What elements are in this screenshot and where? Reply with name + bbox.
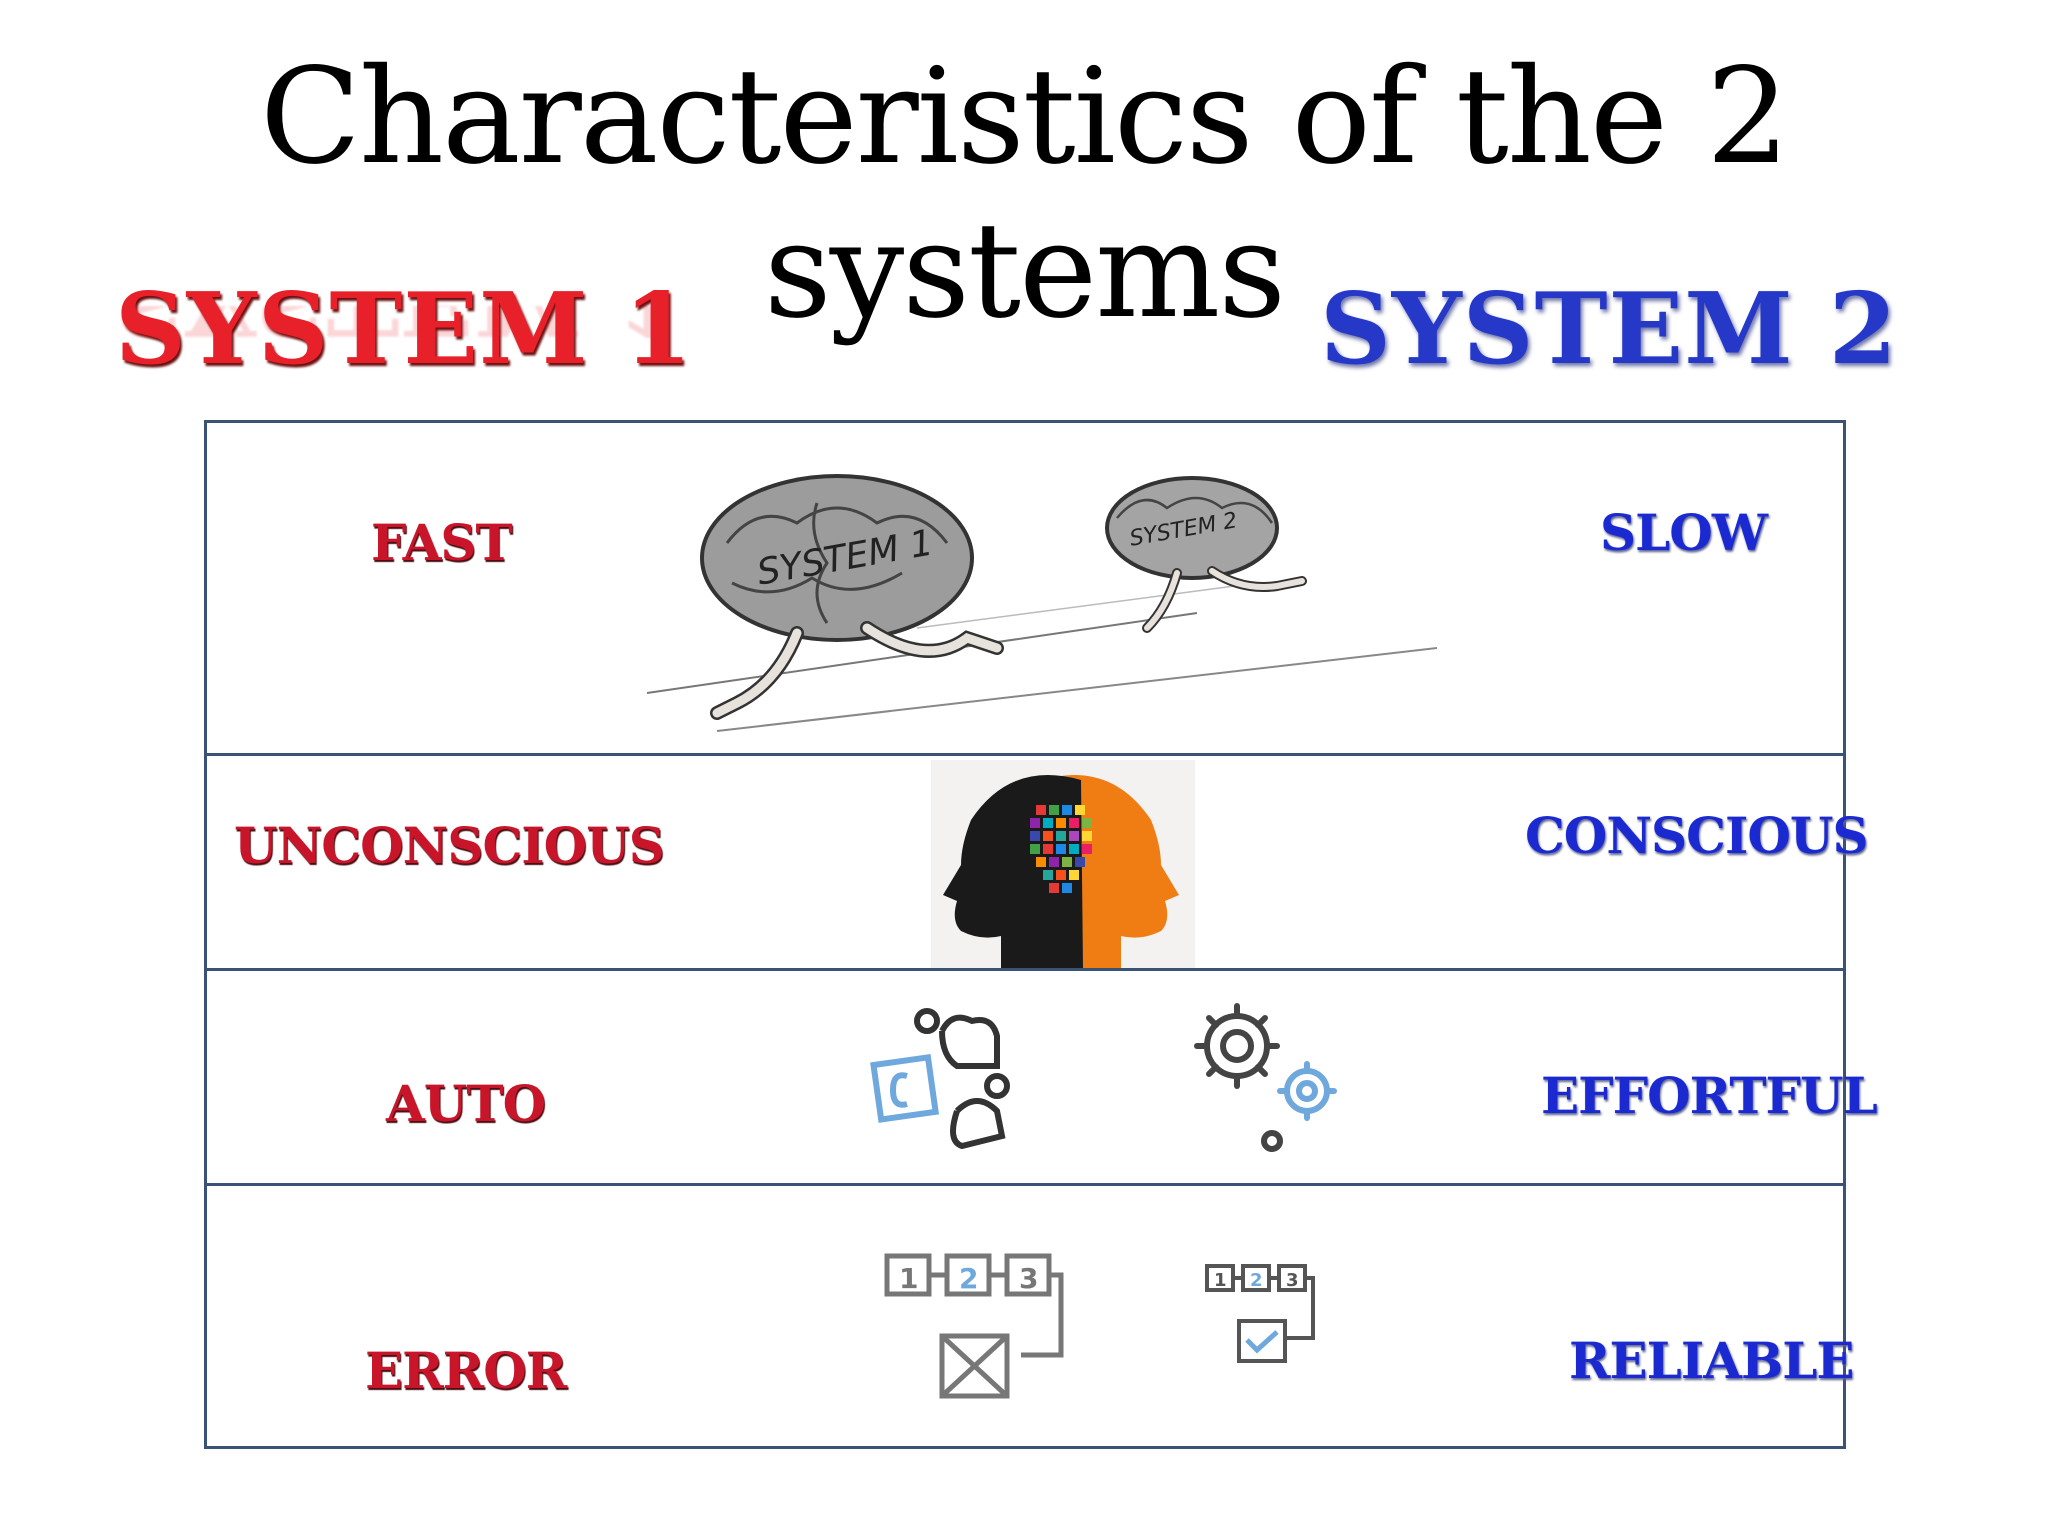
gears-icon (1194, 1003, 1337, 1152)
system1-heading-reflection: SYSTEM 1 (115, 306, 685, 356)
row-label-conscious: CONSCIOUS (1525, 806, 1869, 865)
row-label-fast: FAST (371, 513, 513, 572)
two-heads-icon (931, 760, 1195, 970)
row-label-slow: SLOW (1600, 503, 1768, 562)
puzzle-and-gears-icon (847, 991, 1547, 1171)
row-unconscious-conscious: UNCONSCIOUS CONSCIOUS (204, 753, 1869, 971)
steps-success-icon (1205, 1264, 1315, 1363)
puzzle-icon (870, 1008, 1010, 1150)
step-number-1: 1 (899, 1262, 918, 1295)
row-fast-slow: FAST SLOW SYSTEM 1 (204, 420, 1846, 756)
steps-failed-icon (884, 1253, 1064, 1399)
running-brains-icon: SYSTEM 1 SYSTEM 2 (637, 463, 1437, 733)
system1-heading: SYSTEM 1 (115, 272, 693, 387)
row-label-error: ERROR (365, 1341, 567, 1400)
row-label-effortful: EFFORTFUL (1541, 1066, 1878, 1125)
slide-title: Characteristics of the 2 systems (260, 40, 1790, 348)
row-label-auto: AUTO (386, 1074, 546, 1133)
small-step-number-3: 3 (1286, 1270, 1299, 1291)
steps-checklist-icon: 1 2 3 1 2 3 (867, 1236, 1427, 1416)
row-label-reliable: RELIABLE (1569, 1331, 1855, 1390)
step-number-2: 2 (959, 1262, 978, 1295)
step-number-3: 3 (1019, 1262, 1038, 1295)
small-step-number-2: 2 (1250, 1270, 1263, 1291)
row-error-reliable: ERROR RELIABLE 1 2 3 (204, 1183, 1855, 1449)
row-auto-effortful: AUTO EFFORTFUL (204, 968, 1878, 1186)
system2-heading: SYSTEM 2 (1320, 272, 1898, 387)
row-label-unconscious: UNCONSCIOUS (234, 816, 665, 875)
small-step-number-1: 1 (1214, 1270, 1227, 1291)
